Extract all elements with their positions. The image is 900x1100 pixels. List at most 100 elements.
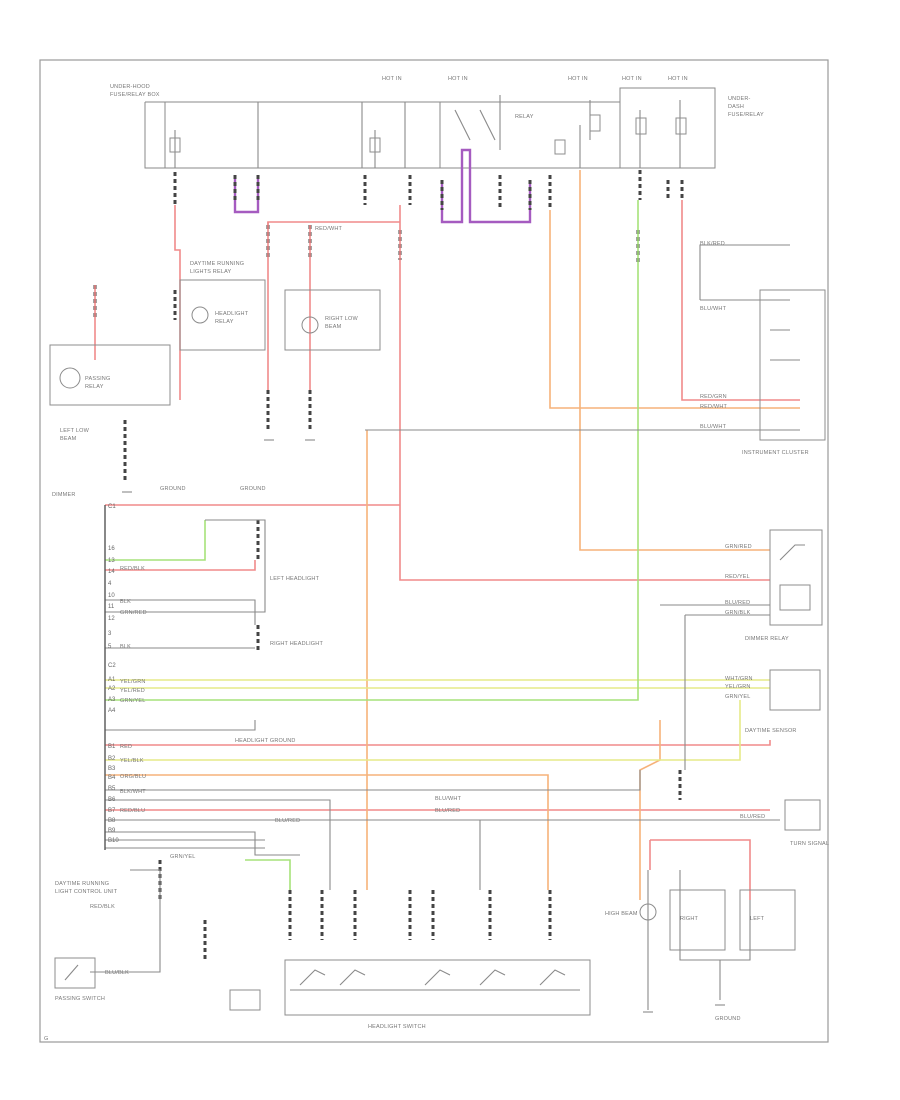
svg-text:LEFT LOW: LEFT LOW [60, 428, 90, 434]
component-turn-switch [54, 957, 96, 989]
svg-text:16: 16 [108, 546, 115, 552]
svg-text:BLK/RED: BLK/RED [700, 241, 725, 247]
top-labels: UNDER-HOOD FUSE/RELAY BOX HOT IN HOT IN … [110, 76, 764, 120]
svg-text:HEADLIGHT: HEADLIGHT [215, 311, 249, 317]
svg-text:WHT/GRN: WHT/GRN [725, 676, 753, 682]
green-wires [105, 200, 639, 890]
svg-text:HEADLIGHT SWITCH: HEADLIGHT SWITCH [368, 1024, 426, 1030]
svg-text:10: 10 [108, 593, 115, 599]
svg-text:RED/BLK: RED/BLK [120, 566, 145, 572]
svg-text:RED/BLK: RED/BLK [90, 904, 115, 910]
component-left-headlight [49, 344, 171, 406]
svg-text:BLK: BLK [120, 599, 131, 605]
svg-text:GRN/YEL: GRN/YEL [170, 854, 196, 860]
svg-text:DAYTIME RUNNING: DAYTIME RUNNING [55, 881, 109, 887]
component-dimmer-relay [769, 529, 823, 626]
component-fog-light [229, 989, 261, 1011]
gray-wires [90, 244, 800, 1010]
svg-text:A3: A3 [108, 697, 116, 703]
orange-wires [105, 170, 800, 900]
svg-text:B9: B9 [108, 828, 116, 834]
svg-text:BLU/WHT: BLU/WHT [700, 424, 727, 430]
svg-text:B4: B4 [108, 775, 116, 781]
svg-text:HOT IN: HOT IN [568, 76, 588, 82]
svg-text:ORG/BLU: ORG/BLU [120, 774, 146, 780]
svg-text:12: 12 [108, 616, 115, 622]
svg-text:GRN/YEL: GRN/YEL [120, 698, 146, 704]
red-wires [94, 200, 800, 900]
component-relay-a [179, 279, 266, 351]
svg-text:LIGHTS RELAY: LIGHTS RELAY [190, 269, 232, 275]
svg-text:HOT IN: HOT IN [448, 76, 468, 82]
svg-text:13: 13 [108, 558, 115, 564]
svg-text:LEFT HEADLIGHT: LEFT HEADLIGHT [270, 576, 320, 582]
svg-text:BLU/BLK: BLU/BLK [105, 970, 129, 976]
svg-text:BLU/RED: BLU/RED [725, 600, 750, 606]
svg-text:3: 3 [108, 631, 112, 637]
component-headlight-switch [284, 959, 591, 1016]
component-labels: DAYTIME RUNNING LIGHTS RELAY PASSING REL… [44, 261, 829, 1042]
component-parking-module [784, 799, 821, 831]
svg-text:RED/WHT: RED/WHT [700, 404, 728, 410]
svg-text:HOT IN: HOT IN [622, 76, 642, 82]
svg-text:PASSING: PASSING [85, 376, 110, 382]
svg-text:RIGHT HEADLIGHT: RIGHT HEADLIGHT [270, 641, 323, 647]
svg-text:YEL/GRN: YEL/GRN [725, 684, 751, 690]
svg-text:G: G [44, 1036, 48, 1042]
svg-text:A4: A4 [108, 708, 116, 714]
svg-text:FUSE/RELAY: FUSE/RELAY [728, 112, 764, 118]
svg-text:B7: B7 [108, 808, 116, 814]
svg-text:GRN/YEL: GRN/YEL [725, 694, 751, 700]
component-instrument-cluster [759, 289, 826, 441]
svg-text:BLU/RED: BLU/RED [435, 808, 460, 814]
svg-text:A1: A1 [108, 677, 116, 683]
component-lamp [639, 903, 657, 921]
svg-text:BLK/WHT: BLK/WHT [120, 789, 146, 795]
svg-text:RELAY: RELAY [515, 114, 534, 120]
svg-text:LEFT: LEFT [750, 916, 765, 922]
diagram-frame [39, 59, 829, 1043]
svg-text:C1: C1 [108, 504, 116, 510]
svg-text:BLU/RED: BLU/RED [740, 814, 765, 820]
svg-text:PASSING SWITCH: PASSING SWITCH [55, 996, 105, 1002]
svg-text:RED/BLU: RED/BLU [120, 808, 145, 814]
svg-text:11: 11 [108, 604, 115, 610]
svg-text:UNDER-HOOD: UNDER-HOOD [110, 84, 150, 90]
svg-text:DIMMER: DIMMER [52, 492, 76, 498]
violet-wires [233, 148, 532, 224]
svg-text:YEL/RED: YEL/RED [120, 688, 145, 694]
components [49, 114, 826, 1016]
svg-text:4: 4 [108, 581, 112, 587]
svg-text:LIGHT CONTROL UNIT: LIGHT CONTROL UNIT [55, 889, 118, 895]
svg-text:B6: B6 [108, 797, 116, 803]
svg-text:C2: C2 [108, 663, 116, 669]
svg-text:HOT IN: HOT IN [382, 76, 402, 82]
svg-text:RED/WHT: RED/WHT [315, 226, 343, 232]
svg-text:BLU/WHT: BLU/WHT [700, 306, 727, 312]
svg-text:DAYTIME RUNNING: DAYTIME RUNNING [190, 261, 244, 267]
top-junction-box [144, 87, 716, 169]
svg-text:GRN/RED: GRN/RED [120, 610, 147, 616]
component-lamp-assembly-a [669, 889, 726, 951]
svg-text:HIGH BEAM: HIGH BEAM [605, 911, 638, 917]
svg-text:RELAY: RELAY [215, 319, 234, 325]
wire-labels: RED/BLK BLK GRN/RED BLK YEL/GRN YEL/RED … [90, 226, 765, 976]
component-dimmer-sensor [769, 669, 821, 711]
svg-text:RED/GRN: RED/GRN [700, 394, 727, 400]
svg-text:GRN/RED: GRN/RED [725, 544, 752, 550]
svg-text:TURN SIGNAL: TURN SIGNAL [790, 841, 829, 847]
svg-text:BLU/WHT: BLU/WHT [435, 796, 462, 802]
yellow-wires [105, 679, 770, 761]
svg-text:BEAM: BEAM [325, 324, 342, 330]
svg-text:INSTRUMENT CLUSTER: INSTRUMENT CLUSTER [742, 450, 809, 456]
svg-text:BLU/RED: BLU/RED [275, 818, 300, 824]
svg-text:GROUND: GROUND [160, 486, 186, 492]
svg-text:HEADLIGHT GROUND: HEADLIGHT GROUND [235, 738, 296, 744]
svg-text:DASH: DASH [728, 104, 744, 110]
svg-text:UNDER-: UNDER- [728, 96, 751, 102]
svg-text:GROUND: GROUND [240, 486, 266, 492]
svg-text:B2: B2 [108, 756, 116, 762]
svg-text:DAYTIME SENSOR: DAYTIME SENSOR [745, 728, 797, 734]
component-relay-b [284, 289, 381, 351]
